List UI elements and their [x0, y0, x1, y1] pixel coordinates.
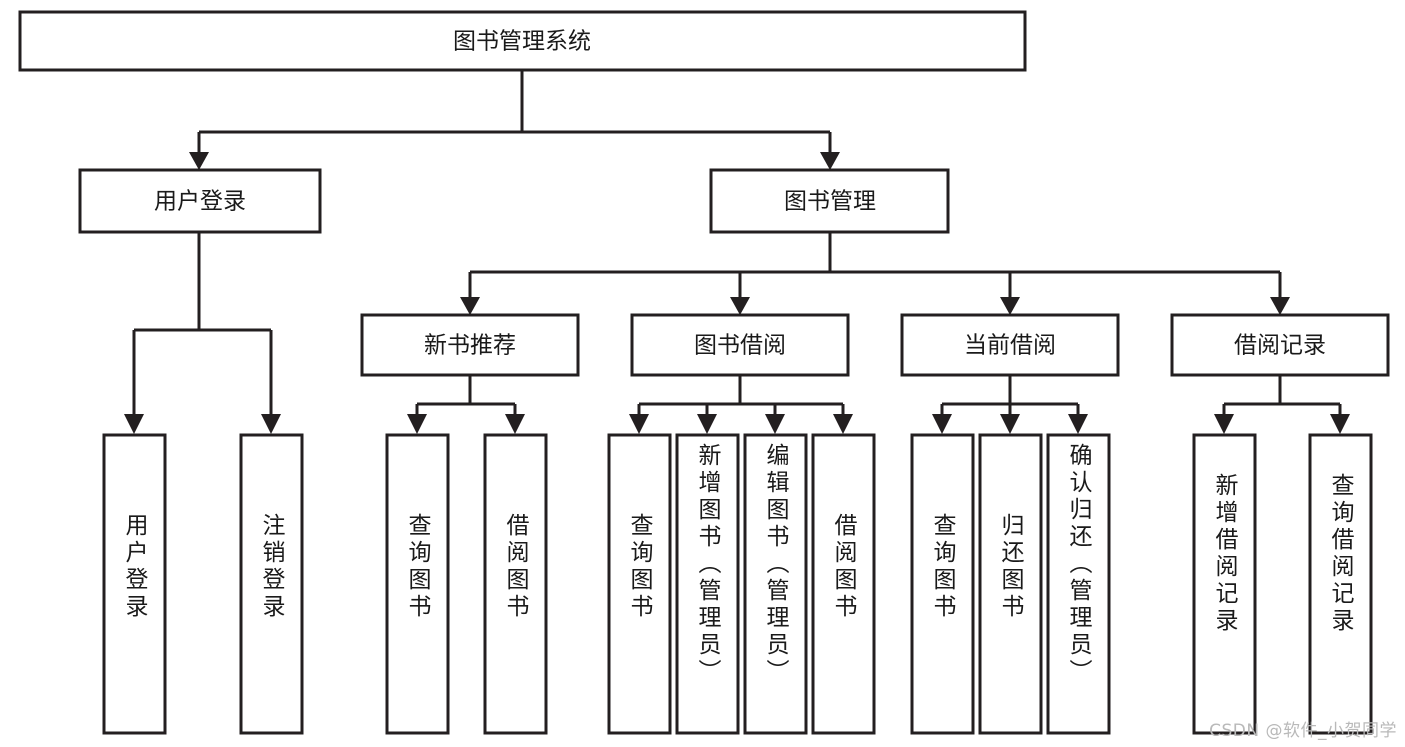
node-leaf-edit-book-label: 编辑图书（管理员） — [762, 443, 790, 686]
node-leaf-confirm-return[interactable]: 确认归还（管理员） — [1046, 433, 1111, 735]
node-root[interactable]: 图书管理系统 — [18, 10, 1027, 72]
arrowhead-new-book-recommend — [460, 297, 480, 315]
node-user-login[interactable]: 用户登录 — [78, 168, 322, 234]
node-new-book-recommend-label: 新书推荐 — [424, 333, 516, 359]
arrowhead-book-management — [820, 152, 840, 170]
node-book-management-label: 图书管理 — [784, 189, 876, 215]
arrowhead-leaf-query-book-3 — [932, 414, 952, 434]
node-current-borrow[interactable]: 当前借阅 — [900, 313, 1120, 377]
node-leaf-query-book-2[interactable]: 查询图书 — [607, 433, 672, 735]
node-borrow-record-box[interactable] — [1170, 313, 1390, 377]
node-leaf-query-book-3-label: 查询图书 — [929, 513, 957, 621]
node-leaf-query-book-1-label: 查询图书 — [404, 513, 432, 621]
arrowhead-user-login — [189, 152, 209, 170]
node-book-borrow-box[interactable] — [630, 313, 850, 377]
node-leaf-borrow-book-2[interactable]: 借阅图书 — [811, 433, 876, 735]
arrowhead-leaf-edit-book — [765, 414, 785, 434]
node-leaf-confirm-return-box[interactable] — [1046, 433, 1111, 735]
node-leaf-add-record[interactable]: 新增借阅记录 — [1192, 433, 1257, 735]
node-leaf-user-logout-label: 注销登录 — [258, 513, 286, 621]
arrowhead-leaf-return-book — [1000, 414, 1020, 434]
node-leaf-return-book[interactable]: 归还图书 — [978, 433, 1043, 735]
arrowhead-borrow-record — [1270, 297, 1290, 315]
node-leaf-query-record[interactable]: 查询借阅记录 — [1308, 433, 1373, 735]
node-leaf-query-book-3[interactable]: 查询图书 — [910, 433, 975, 735]
node-leaf-user-login[interactable]: 用户登录 — [102, 433, 167, 735]
node-leaf-query-book-2-box[interactable] — [607, 433, 672, 735]
node-book-borrow[interactable]: 图书借阅 — [630, 313, 850, 377]
node-leaf-user-logout[interactable]: 注销登录 — [239, 433, 304, 735]
arrowhead-current-borrow — [1000, 297, 1020, 315]
node-leaf-add-record-label: 新增借阅记录 — [1211, 473, 1239, 635]
node-new-book-recommend-box[interactable] — [360, 313, 580, 377]
arrowhead-book-borrow — [730, 297, 750, 315]
node-leaf-add-book-box[interactable] — [675, 433, 740, 735]
node-root-label: 图书管理系统 — [453, 29, 591, 55]
node-current-borrow-box[interactable] — [900, 313, 1120, 377]
node-leaf-borrow-book-2-label: 借阅图书 — [830, 513, 858, 621]
node-book-management-box[interactable] — [709, 168, 950, 234]
arrowhead-leaf-borrow-book-2 — [833, 414, 853, 434]
node-leaf-borrow-book-1-label: 借阅图书 — [502, 513, 530, 621]
arrowhead-leaf-add-book — [697, 414, 717, 434]
node-borrow-record-label: 借阅记录 — [1234, 333, 1326, 359]
arrowhead-leaf-query-book-1 — [407, 414, 427, 434]
node-leaf-add-book-label: 新增图书（管理员） — [694, 443, 722, 686]
node-leaf-edit-book-box[interactable] — [743, 433, 808, 735]
node-leaf-query-book-1[interactable]: 查询图书 — [385, 433, 450, 735]
node-user-login-box[interactable] — [78, 168, 322, 234]
node-leaf-user-logout-box[interactable] — [239, 433, 304, 735]
node-leaf-return-book-label: 归还图书 — [997, 513, 1025, 621]
node-root-box[interactable] — [18, 10, 1027, 72]
node-leaf-query-book-2-label: 查询图书 — [626, 513, 654, 621]
connector-layer — [124, 70, 1350, 434]
node-leaf-edit-book[interactable]: 编辑图书（管理员） — [743, 433, 808, 735]
node-leaf-query-book-1-box[interactable] — [385, 433, 450, 735]
node-leaf-borrow-book-1[interactable]: 借阅图书 — [483, 433, 548, 735]
arrowhead-leaf-user-logout — [261, 414, 281, 434]
node-leaf-add-record-box[interactable] — [1192, 433, 1257, 735]
node-leaf-user-login-label: 用户登录 — [121, 513, 149, 621]
node-borrow-record[interactable]: 借阅记录 — [1170, 313, 1390, 377]
node-leaf-query-record-label: 查询借阅记录 — [1327, 473, 1355, 635]
node-leaf-return-book-box[interactable] — [978, 433, 1043, 735]
node-user-login-label: 用户登录 — [154, 189, 246, 215]
arrowhead-leaf-add-record — [1214, 414, 1234, 434]
arrowhead-leaf-user-login — [124, 414, 144, 434]
node-current-borrow-label: 当前借阅 — [964, 333, 1056, 359]
node-leaf-add-book[interactable]: 新增图书（管理员） — [675, 433, 740, 735]
node-leaf-user-login-box[interactable] — [102, 433, 167, 735]
node-book-management[interactable]: 图书管理 — [709, 168, 950, 234]
node-leaf-query-book-3-box[interactable] — [910, 433, 975, 735]
node-leaf-borrow-book-2-box[interactable] — [811, 433, 876, 735]
node-leaf-confirm-return-label: 确认归还（管理员） — [1065, 443, 1093, 686]
arrowhead-leaf-borrow-book-1 — [505, 414, 525, 434]
node-new-book-recommend[interactable]: 新书推荐 — [360, 313, 580, 377]
node-leaf-query-record-box[interactable] — [1308, 433, 1373, 735]
node-leaf-borrow-book-1-box[interactable] — [483, 433, 548, 735]
arrowhead-leaf-confirm-return — [1068, 414, 1088, 434]
node-book-borrow-label: 图书借阅 — [694, 333, 786, 359]
arrowhead-leaf-query-book-2 — [629, 414, 649, 434]
arrowhead-leaf-query-record — [1330, 414, 1350, 434]
